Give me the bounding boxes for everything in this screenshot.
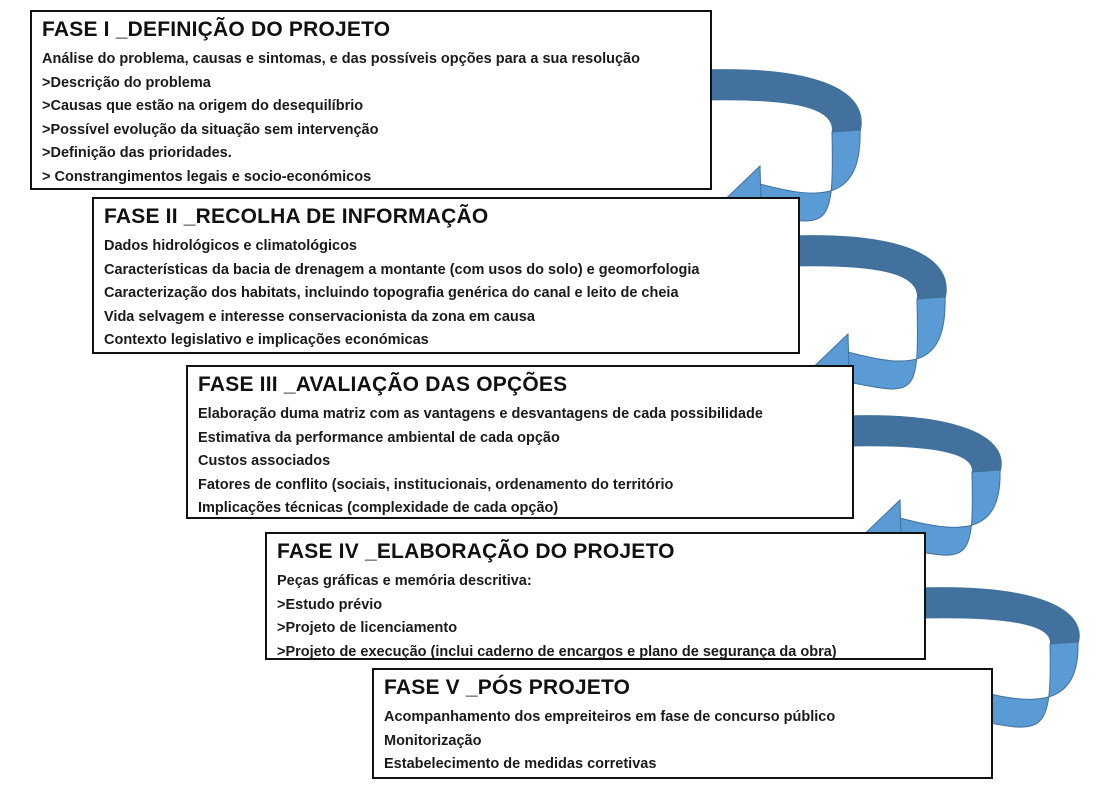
phase-2-box: FASE II _RECOLHA DE INFORMAÇÃO Dados hid… bbox=[92, 197, 800, 354]
phase-3-title: FASE III _AVALIAÇÃO DAS OPÇÕES bbox=[198, 373, 568, 396]
phase-4-list: Peças gráficas e memória descritiva: >Es… bbox=[277, 570, 914, 664]
phase-1-list: Análise do problema, causas e sintomas, … bbox=[42, 48, 700, 189]
list-item: Vida selvagem e interesse conservacionis… bbox=[104, 308, 535, 325]
list-item: Acompanhamento dos empreiteiros em fase … bbox=[384, 709, 836, 725]
arrow-front-band bbox=[847, 296, 946, 390]
phase-1-box: FASE I _DEFINIÇÃO DO PROJETO Análise do … bbox=[30, 10, 712, 190]
list-item: >Causas que estão na origem do desequilí… bbox=[42, 98, 364, 114]
phase-2-list: Dados hidrológicos e climatológicos Cara… bbox=[104, 235, 788, 353]
arrow-back-band bbox=[844, 415, 1002, 475]
phase-2-title: FASE II _RECOLHA DE INFORMAÇÃO bbox=[104, 205, 489, 228]
list-item: Contexto legislativo e implicações econó… bbox=[104, 332, 429, 348]
phase-1-title: FASE I _DEFINIÇÃO DO PROJETO bbox=[42, 18, 391, 41]
phase-5-box: FASE V _PÓS PROJETO Acompanhamento dos e… bbox=[372, 668, 993, 779]
list-item: Dados hidrológicos e climatológicos bbox=[104, 238, 357, 254]
list-item: Fatores de conflito (sociais, institucio… bbox=[198, 476, 674, 493]
arrow-back-band bbox=[699, 69, 862, 135]
list-item: >Estudo prévio bbox=[277, 596, 383, 613]
list-item: Elaboração duma matriz com as vantagens … bbox=[198, 406, 763, 422]
list-item: Peças gráficas e memória descritiva: bbox=[277, 573, 532, 589]
list-item: >Possível evolução da situação sem inter… bbox=[42, 121, 379, 138]
list-item: Custos associados bbox=[198, 453, 331, 469]
list-item: Análise do problema, causas e sintomas, … bbox=[42, 51, 640, 67]
list-item: Monitorização bbox=[384, 732, 482, 749]
list-item: >Definição das prioridades. bbox=[42, 145, 232, 161]
list-item: >Descrição do problema bbox=[42, 74, 211, 91]
list-item: > Constrangimentos legais e socio-económ… bbox=[42, 168, 372, 185]
arrow-back-band bbox=[917, 587, 1080, 647]
list-item: Estimativa da performance ambiental de c… bbox=[198, 429, 560, 446]
list-item: >Projeto de licenciamento bbox=[277, 620, 458, 636]
phase-3-list: Elaboração duma matriz com as vantagens … bbox=[198, 403, 842, 521]
phase-3-box: FASE III _AVALIAÇÃO DAS OPÇÕES Elaboraçã… bbox=[186, 365, 854, 519]
phase-4-box: FASE IV _ELABORAÇÃO DO PROJETO Peças grá… bbox=[265, 532, 926, 660]
arrow-back-band bbox=[789, 235, 947, 302]
list-item: Implicações técnicas (complexidade de ca… bbox=[198, 500, 559, 516]
list-item: Caracterização dos habitats, incluindo t… bbox=[104, 285, 679, 301]
phase-5-title: FASE V _PÓS PROJETO bbox=[384, 676, 631, 699]
list-item: Estabelecimento de medidas corretivas bbox=[384, 756, 657, 772]
list-item: >Projeto de execução (inclui caderno de … bbox=[277, 643, 837, 660]
list-item: Características da bacia de drenagem a m… bbox=[104, 261, 700, 278]
phase-4-title: FASE IV _ELABORAÇÃO DO PROJETO bbox=[277, 540, 675, 563]
phase-5-list: Acompanhamento dos empreiteiros em fase … bbox=[384, 706, 981, 777]
